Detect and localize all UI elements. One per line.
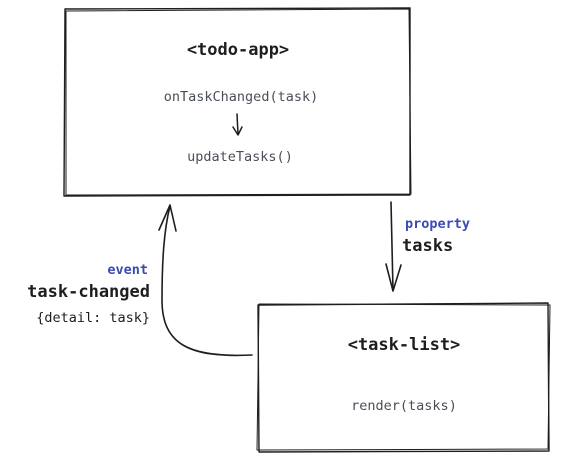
update-tasks-method: updateTasks() [187, 149, 293, 165]
event-arrow [158, 204, 253, 357]
property-kind-label: property [405, 216, 470, 232]
inner-flow-arrow [232, 113, 243, 136]
property-arrow [385, 201, 402, 292]
task-list-title: <task-list> [348, 335, 461, 355]
todo-app-title: <todo-app> [187, 40, 289, 60]
todo-app-box [63, 7, 412, 197]
on-task-changed-method: onTaskChanged(task) [164, 89, 318, 105]
event-kind-label: event [107, 262, 148, 278]
task-list-box [256, 302, 551, 453]
event-detail-label: {detail: task} [36, 310, 150, 326]
property-name-label: tasks [402, 236, 453, 256]
event-name-label: task-changed [27, 282, 150, 302]
render-method: render(tasks) [351, 398, 457, 414]
